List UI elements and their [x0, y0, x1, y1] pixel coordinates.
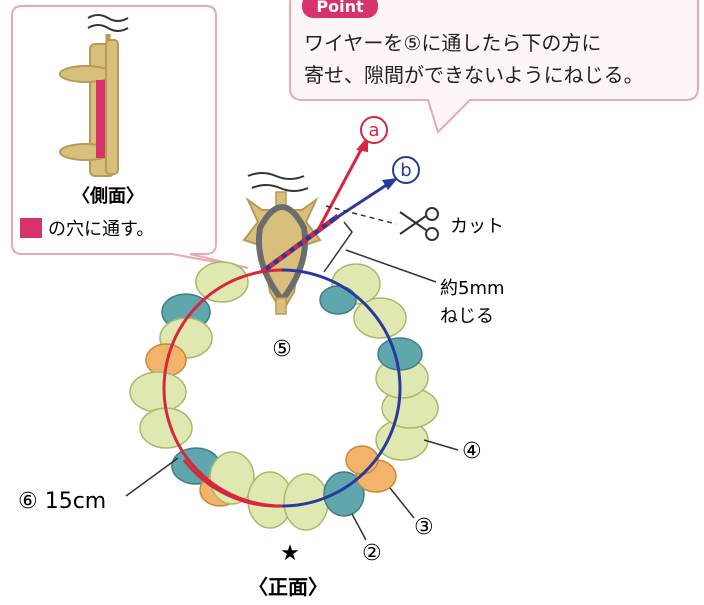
- point-text-line2: 寄せ、隙間ができないようにねじる。: [304, 63, 644, 87]
- wire-label-b: b: [392, 156, 420, 184]
- point-text-line1: ワイヤーを⑤に通したら下の方に: [304, 31, 601, 55]
- wire-red-lower: [182, 459, 283, 508]
- bead-label-3: ③: [414, 515, 434, 540]
- arrow-b: [382, 178, 398, 190]
- point-badge: [302, 0, 378, 18]
- pink-hole-swatch: [20, 218, 42, 238]
- bead-green: [195, 261, 249, 303]
- bead-orange: [345, 445, 379, 475]
- bead-label-5: ⑤: [272, 337, 292, 362]
- wire-blue: [281, 268, 402, 508]
- bead-green: [283, 473, 329, 531]
- wire-red: [162, 268, 283, 508]
- point-badge-label: Point: [316, 0, 364, 16]
- wire-ring: [162, 268, 402, 508]
- bead-label-2: ②: [362, 541, 382, 566]
- side-view-caption: の穴に通す。: [48, 219, 154, 240]
- point-callout: Point ワイヤーを⑤に通したら下の方に 寄せ、隙間ができないようにねじる。: [289, 0, 699, 134]
- cut-marker: カット: [325, 205, 504, 241]
- svg-text:a: a: [368, 120, 379, 141]
- scissors-icon: [399, 207, 439, 241]
- wire-a: [316, 147, 364, 231]
- center-bead: [242, 172, 322, 315]
- twist-annotation: 約5mm ねじる: [323, 221, 505, 327]
- cut-label: カット: [450, 216, 504, 237]
- bead-ring: [129, 261, 439, 531]
- wire-label-a: a: [360, 116, 388, 144]
- twist-length-label: 約5mm: [440, 278, 505, 299]
- side-view-callout: 〈側面〉 の穴に通す。: [11, 5, 249, 269]
- bead-teal: [319, 285, 357, 315]
- star-mark: ★: [280, 541, 300, 566]
- bead-label-4: ④: [462, 439, 482, 464]
- wire-b: [329, 182, 389, 224]
- twisted-wire: [260, 136, 398, 275]
- side-view-title: 〈側面〉: [72, 185, 144, 207]
- wire-6-label: ⑥ 15cm: [18, 489, 106, 514]
- side-wire-wave: [87, 14, 129, 32]
- bead-green: [129, 371, 187, 413]
- bead-side-view: [59, 39, 119, 177]
- front-view-title: 〈正面〉: [248, 575, 328, 599]
- twist-label: ねじる: [440, 306, 494, 327]
- svg-text:b: b: [400, 160, 411, 181]
- bead-teal: [377, 337, 423, 371]
